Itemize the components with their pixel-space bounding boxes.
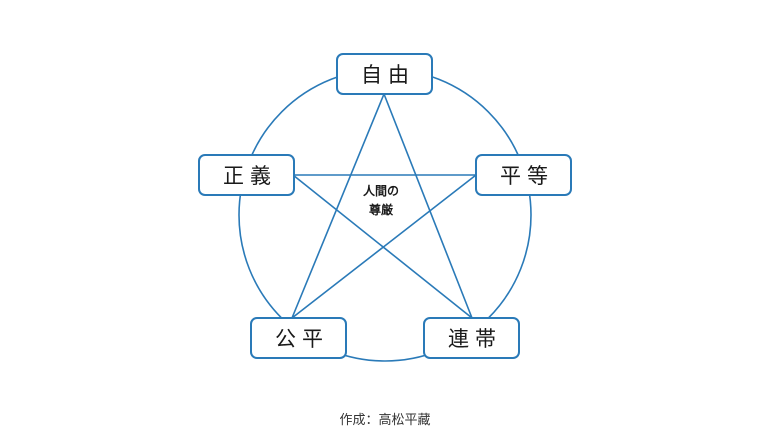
star-line-top-bottomleft: [291, 93, 385, 319]
star-line-left-bottomright: [292, 174, 473, 319]
node-bottom-left-label: 公平: [275, 327, 329, 351]
node-right: 平等: [475, 154, 572, 196]
node-bottom-right: 連帯: [423, 317, 520, 359]
node-left-label: 正義: [223, 164, 277, 188]
credit-caption: 作成：高松平藏: [339, 413, 431, 428]
star-line-top-bottomright: [383, 93, 473, 319]
star-line-right-bottomleft: [291, 174, 477, 319]
center-label-line1: 人間の: [363, 183, 399, 198]
center-label-line2: 尊厳: [369, 202, 394, 217]
node-top-label: 自由: [361, 63, 415, 87]
node-left: 正義: [198, 154, 295, 196]
node-bottom-right-label: 連帯: [448, 327, 502, 351]
node-bottom-left: 公平: [250, 317, 347, 359]
node-top: 自由: [336, 53, 433, 95]
node-right-label: 平等: [500, 164, 554, 188]
